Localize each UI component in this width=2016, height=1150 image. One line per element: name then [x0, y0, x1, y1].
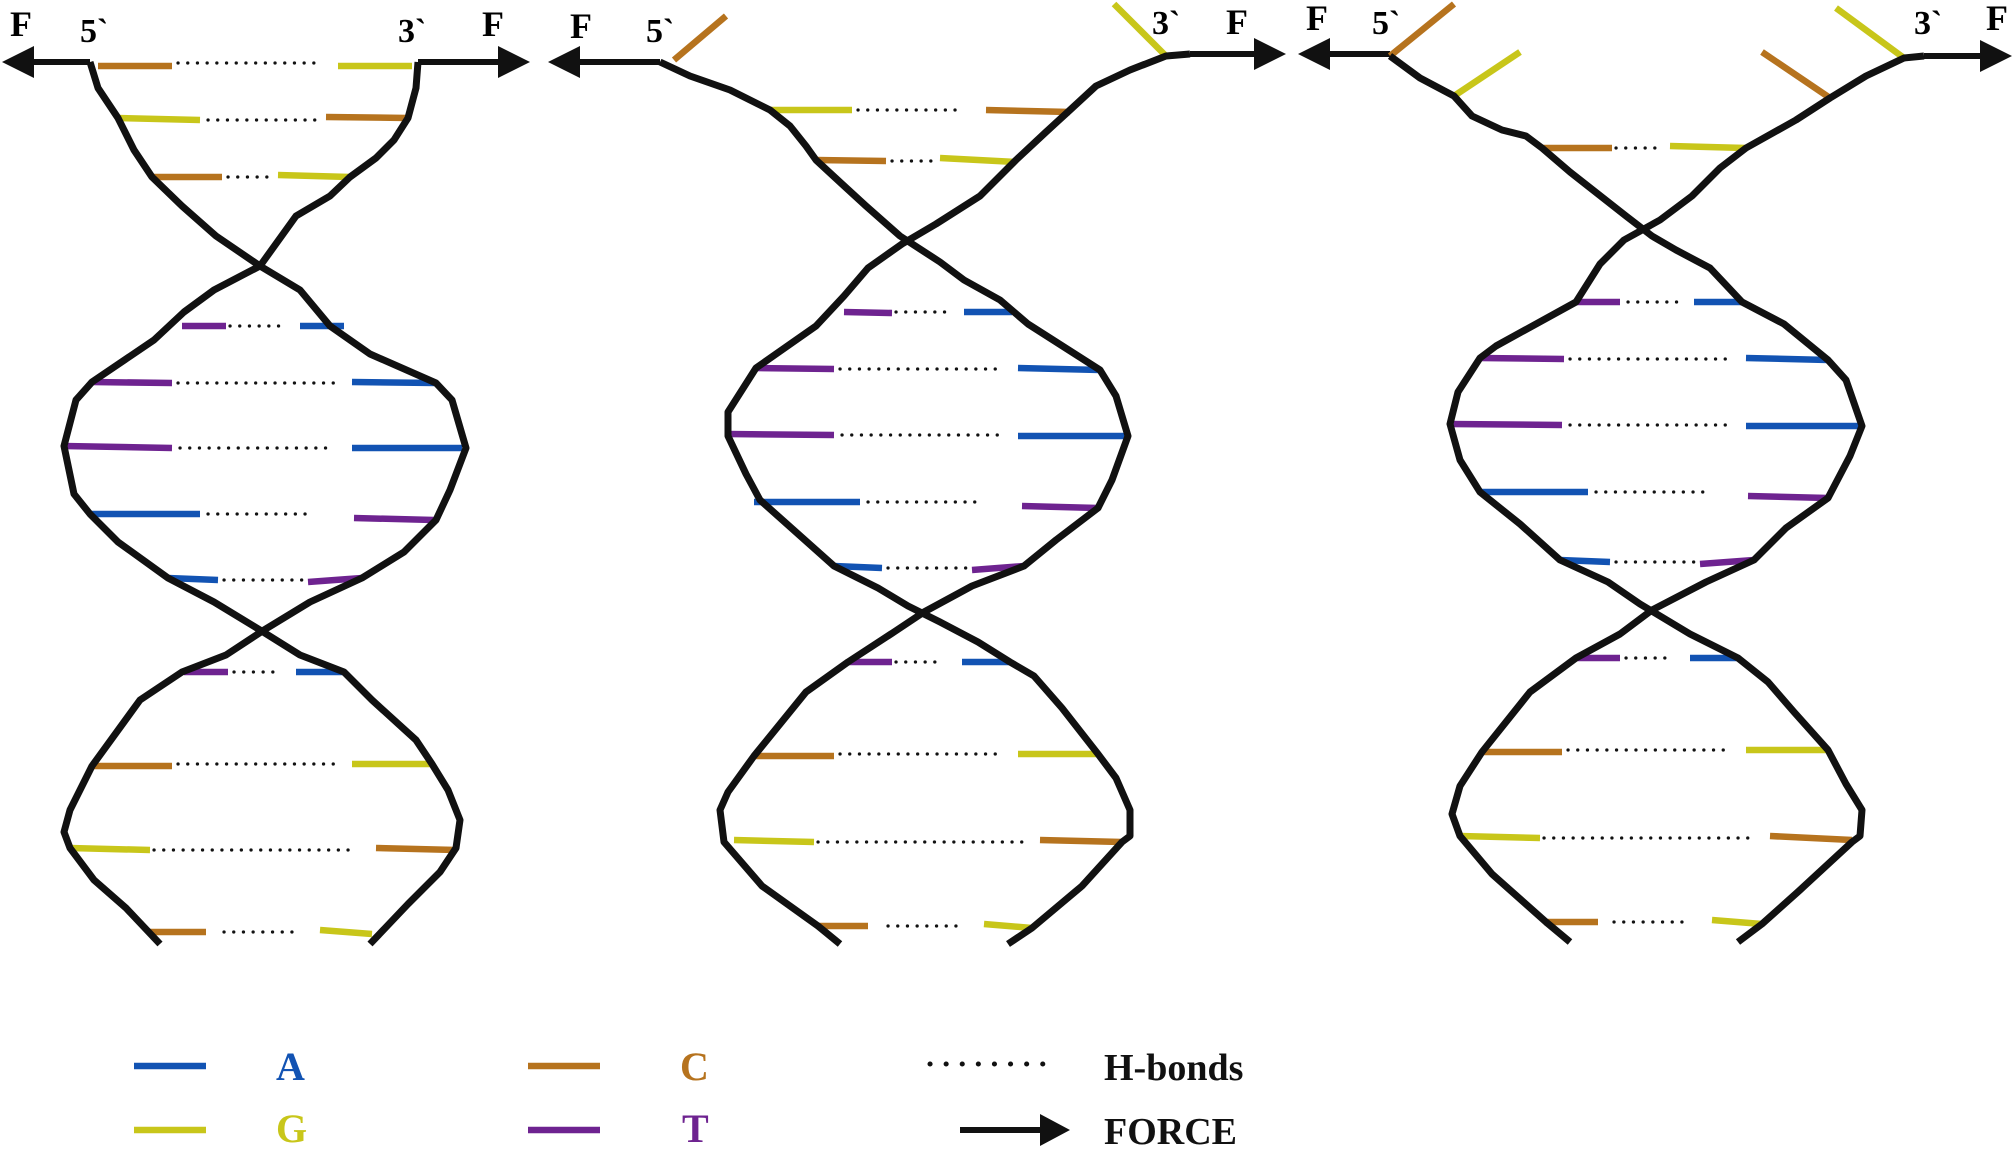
legend-label-hbonds: H-bonds — [1104, 1047, 1243, 1089]
dna-strand-5prime — [1387, 53, 1866, 945]
three-prime-label: 3` — [1914, 5, 1942, 42]
base-A — [167, 574, 219, 584]
panel-2: F 5` 3` F — [548, 1, 1286, 947]
base-G — [69, 844, 151, 854]
dna-strand-3prime — [1446, 52, 1925, 945]
base-G — [983, 920, 1033, 932]
base-G — [117, 114, 201, 124]
base-G — [1459, 832, 1541, 842]
force-arrow-left — [1298, 38, 1390, 70]
legend-swatch-force — [960, 1114, 1070, 1146]
force-label-right: F — [1986, 0, 2008, 38]
base-G — [939, 154, 1017, 166]
force-label-right: F — [1226, 2, 1248, 42]
unpaired-base-C — [671, 13, 729, 63]
unpaired-base-G — [1834, 5, 1906, 61]
three-prime-label: 3` — [1152, 5, 1180, 42]
base-C — [325, 113, 409, 122]
base-T — [353, 514, 435, 524]
base-A — [351, 378, 437, 387]
force-label-left: F — [570, 6, 592, 46]
five-prime-label: 5` — [1372, 5, 1400, 42]
base-G — [1669, 142, 1747, 152]
dna-strand-5prime — [658, 58, 1132, 947]
base-A — [1745, 354, 1829, 364]
base-T — [1449, 420, 1563, 429]
three-prime-label: 3` — [398, 13, 426, 50]
base-C — [1769, 832, 1853, 844]
force-label-right: F — [482, 4, 504, 44]
base-T — [1021, 502, 1099, 512]
base-G — [1711, 916, 1763, 928]
panel-3: F 5` 3` F — [1298, 0, 2012, 945]
legend-label-force: FORCE — [1104, 1111, 1237, 1150]
base-C — [815, 156, 887, 165]
legend-label-C: C — [680, 1044, 709, 1089]
dna-strand-3prime — [724, 50, 1191, 947]
force-label-left: F — [10, 4, 32, 44]
unpaired-base-C — [1760, 49, 1832, 101]
unpaired-base-G — [1111, 1, 1169, 59]
base-C — [375, 844, 457, 854]
base-T — [91, 378, 173, 387]
five-prime-label: 5` — [80, 13, 108, 50]
dna-strand-5prime — [60, 60, 470, 947]
base-C — [1039, 836, 1123, 846]
base-A — [1017, 364, 1101, 374]
legend: A G C T H-bonds FORCE — [134, 1044, 1243, 1150]
force-arrow-right — [1924, 40, 2012, 72]
base-G — [733, 836, 815, 846]
base-G — [277, 171, 351, 181]
base-T — [727, 430, 835, 439]
unpaired-base-G — [1452, 49, 1522, 99]
base-T — [63, 442, 173, 452]
unpaired-base-C — [1387, 1, 1457, 59]
base-G — [319, 926, 373, 938]
force-arrow-left — [548, 46, 660, 78]
legend-label-T: T — [682, 1106, 709, 1150]
legend-label-A: A — [276, 1044, 305, 1089]
base-T — [1747, 492, 1829, 502]
force-arrow-right — [1190, 38, 1286, 70]
force-arrow-right — [418, 46, 530, 78]
base-T — [755, 364, 835, 373]
base-T — [843, 308, 893, 317]
dna-strand-3prime — [60, 61, 464, 947]
panel-1: F 5` 3` F — [2, 4, 530, 947]
force-label-left: F — [1306, 0, 1328, 38]
five-prime-label: 5` — [646, 13, 674, 50]
force-arrow-left — [2, 46, 90, 78]
base-C — [985, 106, 1071, 116]
legend-label-G: G — [276, 1106, 307, 1150]
base-T — [1479, 354, 1565, 363]
